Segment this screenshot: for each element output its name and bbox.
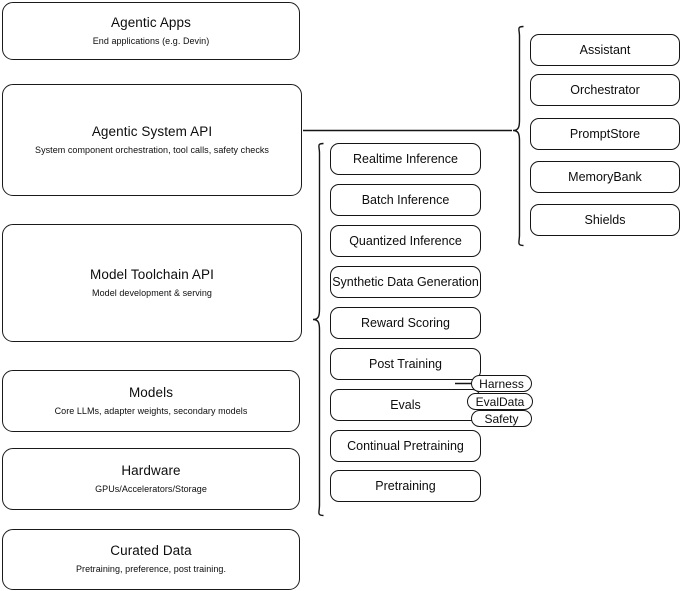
layer-title: Curated Data — [110, 543, 192, 559]
layer-subtitle: End applications (e.g. Devin) — [92, 35, 210, 46]
chip-label: Continual Pretraining — [347, 439, 464, 453]
pill-label: Harness — [479, 376, 524, 391]
toolchain-chip-pretraining[interactable]: Pretraining — [330, 470, 481, 502]
layer-title: Hardware — [121, 462, 181, 478]
eval-pill-harness[interactable]: Harness — [471, 375, 532, 392]
chip-label: Shields — [584, 213, 626, 227]
layer-subtitle: GPUs/Accelerators/Storage — [95, 483, 207, 494]
chip-label: Reward Scoring — [361, 316, 450, 330]
chip-label: Post Training — [369, 357, 442, 371]
toolchain-chip-synthetic-data-generation[interactable]: Synthetic Data Generation — [330, 266, 481, 298]
chip-label: Assistant — [579, 43, 631, 57]
layer-hardware[interactable]: Hardware GPUs/Accelerators/Storage — [2, 448, 300, 510]
toolchain-chip-continual-pretraining[interactable]: Continual Pretraining — [330, 430, 481, 462]
chip-label: Realtime Inference — [353, 152, 458, 166]
chip-label: Batch Inference — [361, 193, 450, 207]
layer-curated-data[interactable]: Curated Data Pretraining, preference, po… — [2, 529, 300, 590]
chip-label: Evals — [390, 398, 421, 412]
layer-subtitle: Model development & serving — [92, 287, 212, 298]
layer-agentic-system-api[interactable]: Agentic System API System component orch… — [2, 84, 302, 196]
system-chip-assistant[interactable]: Assistant — [530, 34, 680, 66]
layer-title: Model Toolchain API — [90, 266, 214, 282]
pill-label: EvalData — [475, 394, 525, 409]
system-chip-shields[interactable]: Shields — [530, 204, 680, 236]
chip-label: Orchestrator — [570, 83, 640, 97]
layer-title: Agentic System API — [91, 123, 213, 139]
toolchain-chip-reward-scoring[interactable]: Reward Scoring — [330, 307, 481, 339]
system-components-brace — [512, 25, 524, 247]
chip-label: PromptStore — [569, 127, 641, 141]
system-chip-memorybank[interactable]: MemoryBank — [530, 161, 680, 193]
chip-label: MemoryBank — [568, 170, 642, 184]
pill-label: Safety — [484, 411, 519, 426]
eval-pill-safety[interactable]: Safety — [471, 410, 532, 427]
toolchain-chip-quantized-inference[interactable]: Quantized Inference — [330, 225, 481, 257]
toolchain-chip-batch-inference[interactable]: Batch Inference — [330, 184, 481, 216]
toolchain-chip-evals[interactable]: Evals — [330, 389, 481, 421]
toolchain-components-brace — [312, 142, 324, 517]
layer-agentic-apps[interactable]: Agentic Apps End applications (e.g. Devi… — [2, 2, 300, 60]
chip-label: Synthetic Data Generation — [332, 275, 479, 289]
system-chip-orchestrator[interactable]: Orchestrator — [530, 74, 680, 106]
layer-subtitle: Core LLMs, adapter weights, secondary mo… — [54, 405, 248, 416]
toolchain-chip-post-training[interactable]: Post Training — [330, 348, 481, 380]
system-chip-promptstore[interactable]: PromptStore — [530, 118, 680, 150]
layer-subtitle: System component orchestration, tool cal… — [35, 144, 269, 155]
chip-label: Pretraining — [375, 479, 436, 493]
layer-model-toolchain-api[interactable]: Model Toolchain API Model development & … — [2, 224, 302, 342]
layer-title: Models — [128, 384, 174, 400]
chip-label: Quantized Inference — [349, 234, 462, 248]
layer-models[interactable]: Models Core LLMs, adapter weights, secon… — [2, 370, 300, 432]
toolchain-chip-realtime-inference[interactable]: Realtime Inference — [330, 143, 481, 175]
layer-subtitle: Pretraining, preference, post training. — [75, 564, 227, 575]
eval-pill-evaldata[interactable]: EvalData — [467, 393, 533, 410]
layer-title: Agentic Apps — [110, 14, 191, 30]
